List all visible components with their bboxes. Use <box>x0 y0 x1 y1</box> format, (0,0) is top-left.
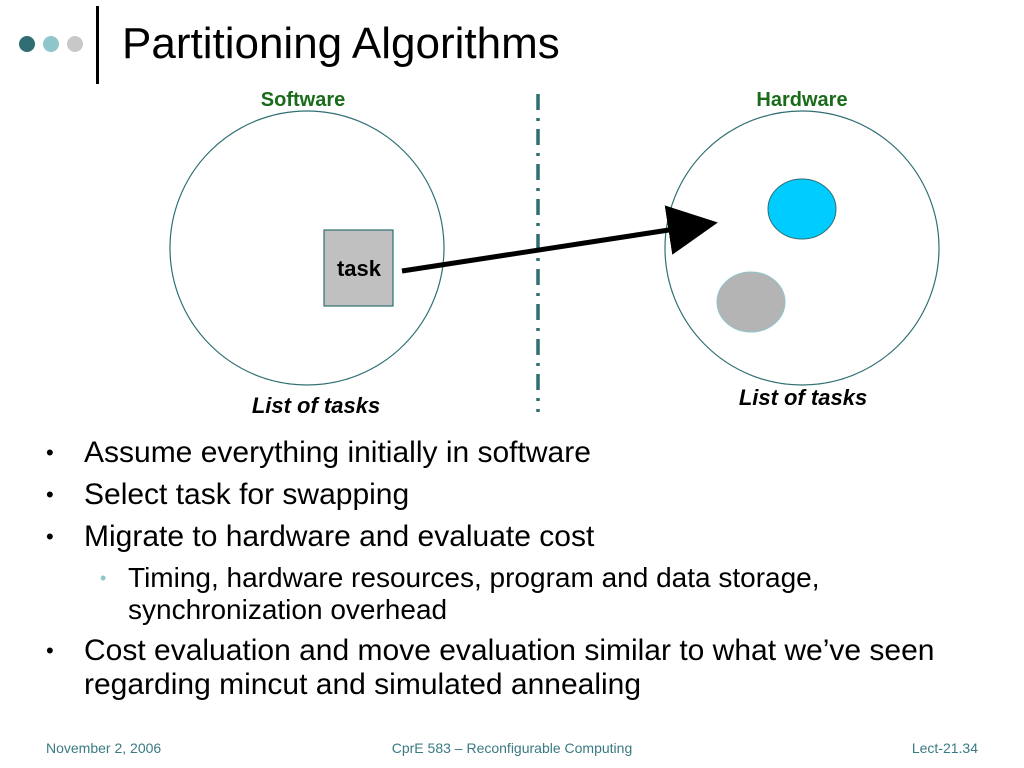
software-caption: List of tasks <box>252 393 380 418</box>
bullet-text: Cost evaluation and move evaluation simi… <box>84 634 935 701</box>
bullet-text: Assume everything initially in software <box>84 436 591 469</box>
task-box <box>323 229 394 307</box>
hardware-task-gray <box>716 271 786 333</box>
software-circle <box>169 110 445 386</box>
title-rule <box>96 6 99 84</box>
sub-bullet-dot-icon: • <box>100 568 107 588</box>
partitioning-diagram: Software Hardware task List of tasks Lis… <box>169 89 940 418</box>
sub-bullet-item: • Timing, hardware resources, program an… <box>44 562 1004 626</box>
bullet-item: • Assume everything initially in softwar… <box>44 436 1004 470</box>
footer-lecture: Lect-21.34 <box>911 740 978 756</box>
hardware-label: Hardware <box>756 89 847 111</box>
bullet-item: • Select task for swapping <box>44 478 1004 512</box>
bullet-text: Migrate to hardware and evaluate cost <box>84 520 595 553</box>
hardware-caption: List of tasks <box>739 385 867 410</box>
bullet-dot-icon: • <box>46 524 54 549</box>
task-label: task <box>337 256 382 281</box>
migration-arrow <box>401 205 718 274</box>
decoration-dot-gray <box>67 36 83 52</box>
bullet-text: Select task for swapping <box>84 478 410 511</box>
bullet-dot-icon: • <box>46 638 54 663</box>
hardware-circle <box>664 110 940 386</box>
decoration-dot-dark <box>19 36 35 52</box>
title-decoration-dots <box>19 36 83 52</box>
software-label: Software <box>261 89 345 111</box>
bullet-item: • Cost evaluation and move evaluation si… <box>44 634 1004 702</box>
bullet-dot-icon: • <box>46 440 54 465</box>
decoration-dot-teal <box>43 36 59 52</box>
footer-date: November 2, 2006 <box>46 740 162 756</box>
slide-title: Partitioning Algorithms <box>122 19 560 68</box>
bullet-list: • Assume everything initially in softwar… <box>44 436 1004 710</box>
hardware-task-cyan <box>767 178 837 240</box>
bullet-item: • Migrate to hardware and evaluate cost <box>44 520 1004 554</box>
sub-bullet-text: Timing, hardware resources, program and … <box>128 562 820 625</box>
bullet-dot-icon: • <box>46 482 54 507</box>
footer-course: CprE 583 – Reconfigurable Computing <box>391 740 633 756</box>
